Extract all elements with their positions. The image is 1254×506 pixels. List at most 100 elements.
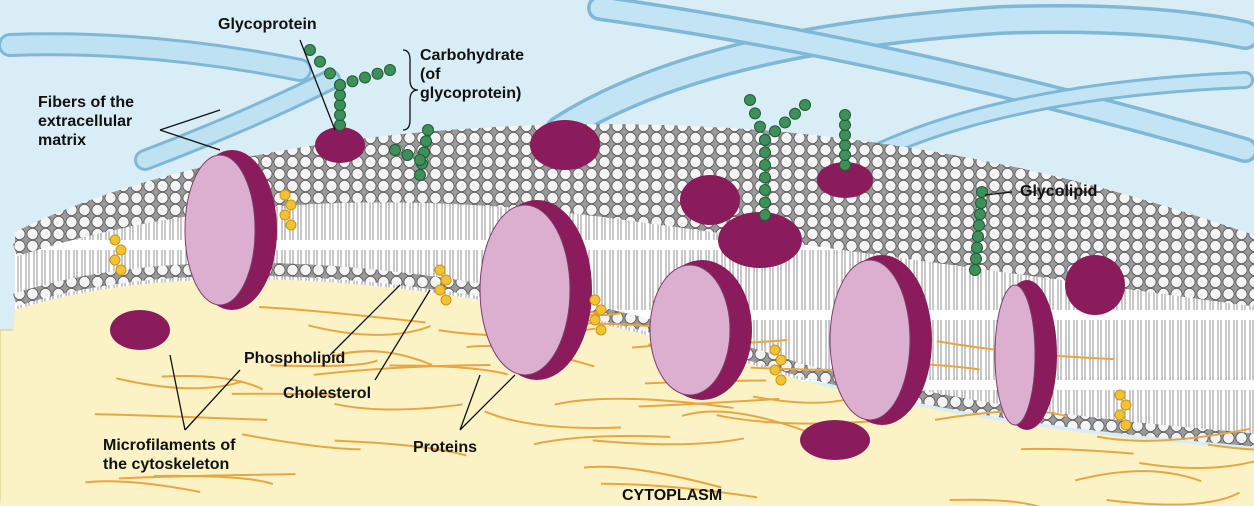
sugar-unit <box>789 107 801 120</box>
cholesterol-ring <box>434 284 446 296</box>
microfilament <box>270 359 378 368</box>
cholesterol-ring <box>109 234 121 246</box>
sugar-unit <box>839 139 851 151</box>
sugar-unit <box>414 169 426 181</box>
label-phospholipid: Phospholipid <box>244 350 346 367</box>
label-microfilaments: Microfilaments of the cytoskeleton <box>103 437 236 473</box>
sugar-unit <box>769 125 781 138</box>
peripheral-protein <box>110 310 170 350</box>
cholesterol-ring <box>1120 399 1132 411</box>
microfilament <box>258 306 426 324</box>
sugar-unit <box>759 209 771 221</box>
cholesterol-ring <box>434 264 446 276</box>
sugar-unit <box>759 146 771 159</box>
microfilament <box>484 410 622 429</box>
sugar-unit <box>969 264 981 276</box>
sugar-unit <box>970 252 982 265</box>
peripheral-protein <box>315 127 365 163</box>
sugar-unit <box>334 99 346 111</box>
cytoskeleton-microfilaments <box>85 304 1254 506</box>
sugar-unit <box>839 149 851 161</box>
carbohydrate-chains <box>304 44 988 276</box>
peripheral-protein <box>800 420 870 460</box>
fiber <box>590 0 1254 160</box>
microfilament <box>592 437 744 446</box>
sugar-unit <box>759 159 771 171</box>
sugar-unit <box>754 120 766 133</box>
sugar-unit <box>759 184 771 196</box>
cholesterol-ring <box>775 374 787 386</box>
cholesterol-ring <box>589 294 601 306</box>
microfilament <box>949 498 1040 506</box>
label-glycolipid: Glycolipid <box>1020 183 1098 200</box>
sugar-unit <box>973 219 985 232</box>
microfilament <box>334 439 467 457</box>
sugar-unit <box>414 154 426 166</box>
cholesterol-ring <box>279 209 291 221</box>
sugar-unit <box>759 171 771 184</box>
label-proteins: Proteins <box>413 439 478 456</box>
microfilament <box>1021 447 1134 455</box>
sugar-unit <box>324 67 336 80</box>
label-cholesterol: Cholesterol <box>283 385 372 402</box>
peripheral-protein <box>680 175 740 225</box>
cholesterol-ring <box>1120 419 1132 431</box>
microfilament <box>716 414 877 425</box>
microfilament <box>681 410 813 435</box>
peripheral-protein <box>718 212 802 268</box>
microfilament <box>583 465 722 489</box>
microfilament <box>161 375 264 391</box>
label-cytoplasm: CYTOPLASM <box>622 487 723 504</box>
microfilament <box>1207 443 1254 451</box>
microfilament <box>334 402 463 411</box>
microfilament <box>1096 427 1250 442</box>
microfilament <box>231 392 337 396</box>
integral-protein <box>649 264 731 396</box>
label-fibers: Fibers of the extracellular matrix <box>38 94 135 149</box>
microfilament <box>1075 470 1202 483</box>
microfilament <box>600 482 758 499</box>
sugar-unit <box>744 94 756 106</box>
cholesterol-ring <box>769 364 781 376</box>
integral-protein <box>994 284 1036 426</box>
sugar-unit <box>759 196 771 209</box>
microfilament <box>94 413 268 421</box>
microfilament <box>153 474 274 486</box>
microfilament <box>116 377 243 390</box>
sugar-unit <box>401 149 414 161</box>
sugar-unit <box>389 144 401 156</box>
sugar-unit <box>346 75 359 88</box>
cholesterol-ring <box>440 274 452 286</box>
integral-protein <box>829 259 911 421</box>
cholesterol-ring <box>589 314 601 326</box>
peripheral-protein <box>1065 255 1125 315</box>
sugar-unit <box>359 71 371 84</box>
microfilament <box>389 364 508 376</box>
sugar-unit <box>972 230 984 243</box>
cholesterol-ring <box>279 189 291 201</box>
integral-protein <box>184 154 256 306</box>
microfilament <box>554 397 734 409</box>
fiber <box>1 35 309 79</box>
label-glycoprotein: Glycoprotein <box>218 16 317 33</box>
microfilament <box>533 434 671 446</box>
label-carbohydrate: Carbohydrate (of glycoprotein) <box>420 47 525 102</box>
fiber <box>548 7 1254 142</box>
sugar-unit <box>974 208 986 221</box>
sugar-unit <box>334 109 346 121</box>
cholesterol-ring <box>775 354 787 366</box>
membrane-proteins <box>110 120 1125 460</box>
cholesterol-ring <box>285 199 297 211</box>
sugar-unit <box>334 79 346 91</box>
sugar-unit <box>779 116 791 129</box>
sugar-unit <box>334 89 346 101</box>
cholesterol-ring <box>595 304 607 316</box>
microfilament <box>242 433 361 451</box>
sugar-unit <box>420 135 432 148</box>
sugar-unit <box>314 55 326 68</box>
sugar-unit <box>384 64 396 76</box>
peripheral-protein <box>817 162 873 198</box>
sugar-unit <box>799 99 811 111</box>
cholesterol-ring <box>595 324 607 336</box>
